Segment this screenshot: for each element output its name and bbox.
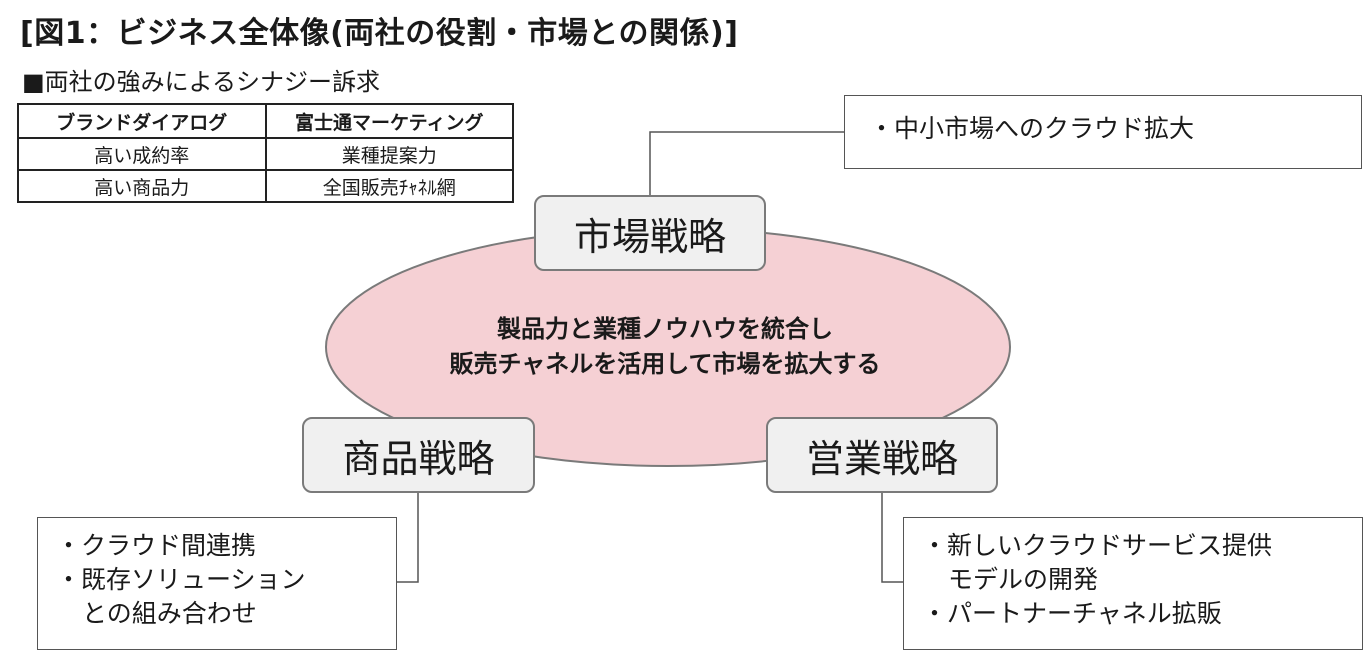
sales-detail-item: モデルの開発 bbox=[948, 565, 1099, 594]
sales-detail-box: ・新しいクラウドサービス提供 モデルの開発 ・パートナーチャネル拡販 bbox=[903, 517, 1363, 650]
connector-product bbox=[397, 492, 419, 583]
product-detail-item: ・既存ソリューション bbox=[56, 565, 306, 594]
table-cell: 高い商品力 bbox=[17, 169, 267, 203]
table-row: 高い成約率 業種提案力 bbox=[17, 137, 514, 171]
sales-strategy-box: 営業戦略 bbox=[766, 417, 998, 493]
market-detail-item: ・中小市場へのクラウド拡大 bbox=[869, 114, 1195, 143]
table-header-brand-dialog: ブランドダイアログ bbox=[17, 103, 267, 139]
product-strategy-box: 商品戦略 bbox=[302, 417, 535, 493]
product-detail-item: との組み合わせ bbox=[82, 599, 257, 628]
market-strategy-box: 市場戦略 bbox=[534, 195, 766, 271]
center-message: 製品力と業種ノウハウを統合し 販売チャネルを活用して市場を拡大する bbox=[330, 312, 1000, 382]
product-detail-item: ・クラウド間連携 bbox=[56, 531, 257, 560]
table-header-row: ブランドダイアログ 富士通マーケティング bbox=[17, 103, 514, 139]
page-title: [図1：ビジネス全体像(両社の役割・市場との関係)] bbox=[20, 16, 739, 51]
synergy-table: ブランドダイアログ 富士通マーケティング 高い成約率 業種提案力 高い商品力 全… bbox=[17, 103, 514, 203]
center-message-line1: 製品力と業種ノウハウを統合し bbox=[497, 315, 833, 343]
connector-sales bbox=[881, 492, 903, 583]
market-detail-box: ・中小市場へのクラウド拡大 bbox=[844, 95, 1362, 169]
sales-detail-item: ・新しいクラウドサービス提供 bbox=[922, 531, 1273, 560]
section-subtitle: ■両社の強みによるシナジー訴求 bbox=[22, 68, 380, 96]
table-row: 高い商品力 全国販売ﾁｬﾈﾙ網 bbox=[17, 169, 514, 203]
sales-detail-item: ・パートナーチャネル拡販 bbox=[922, 599, 1222, 628]
connector-market bbox=[649, 131, 844, 195]
table-cell: 全国販売ﾁｬﾈﾙ網 bbox=[264, 169, 514, 203]
product-detail-box: ・クラウド間連携 ・既存ソリューション との組み合わせ bbox=[37, 517, 397, 650]
center-message-line2: 販売チャネルを活用して市場を拡大する bbox=[449, 350, 881, 378]
table-cell: 高い成約率 bbox=[17, 137, 267, 171]
table-cell: 業種提案力 bbox=[264, 137, 514, 171]
table-header-fujitsu-marketing: 富士通マーケティング bbox=[264, 103, 514, 139]
